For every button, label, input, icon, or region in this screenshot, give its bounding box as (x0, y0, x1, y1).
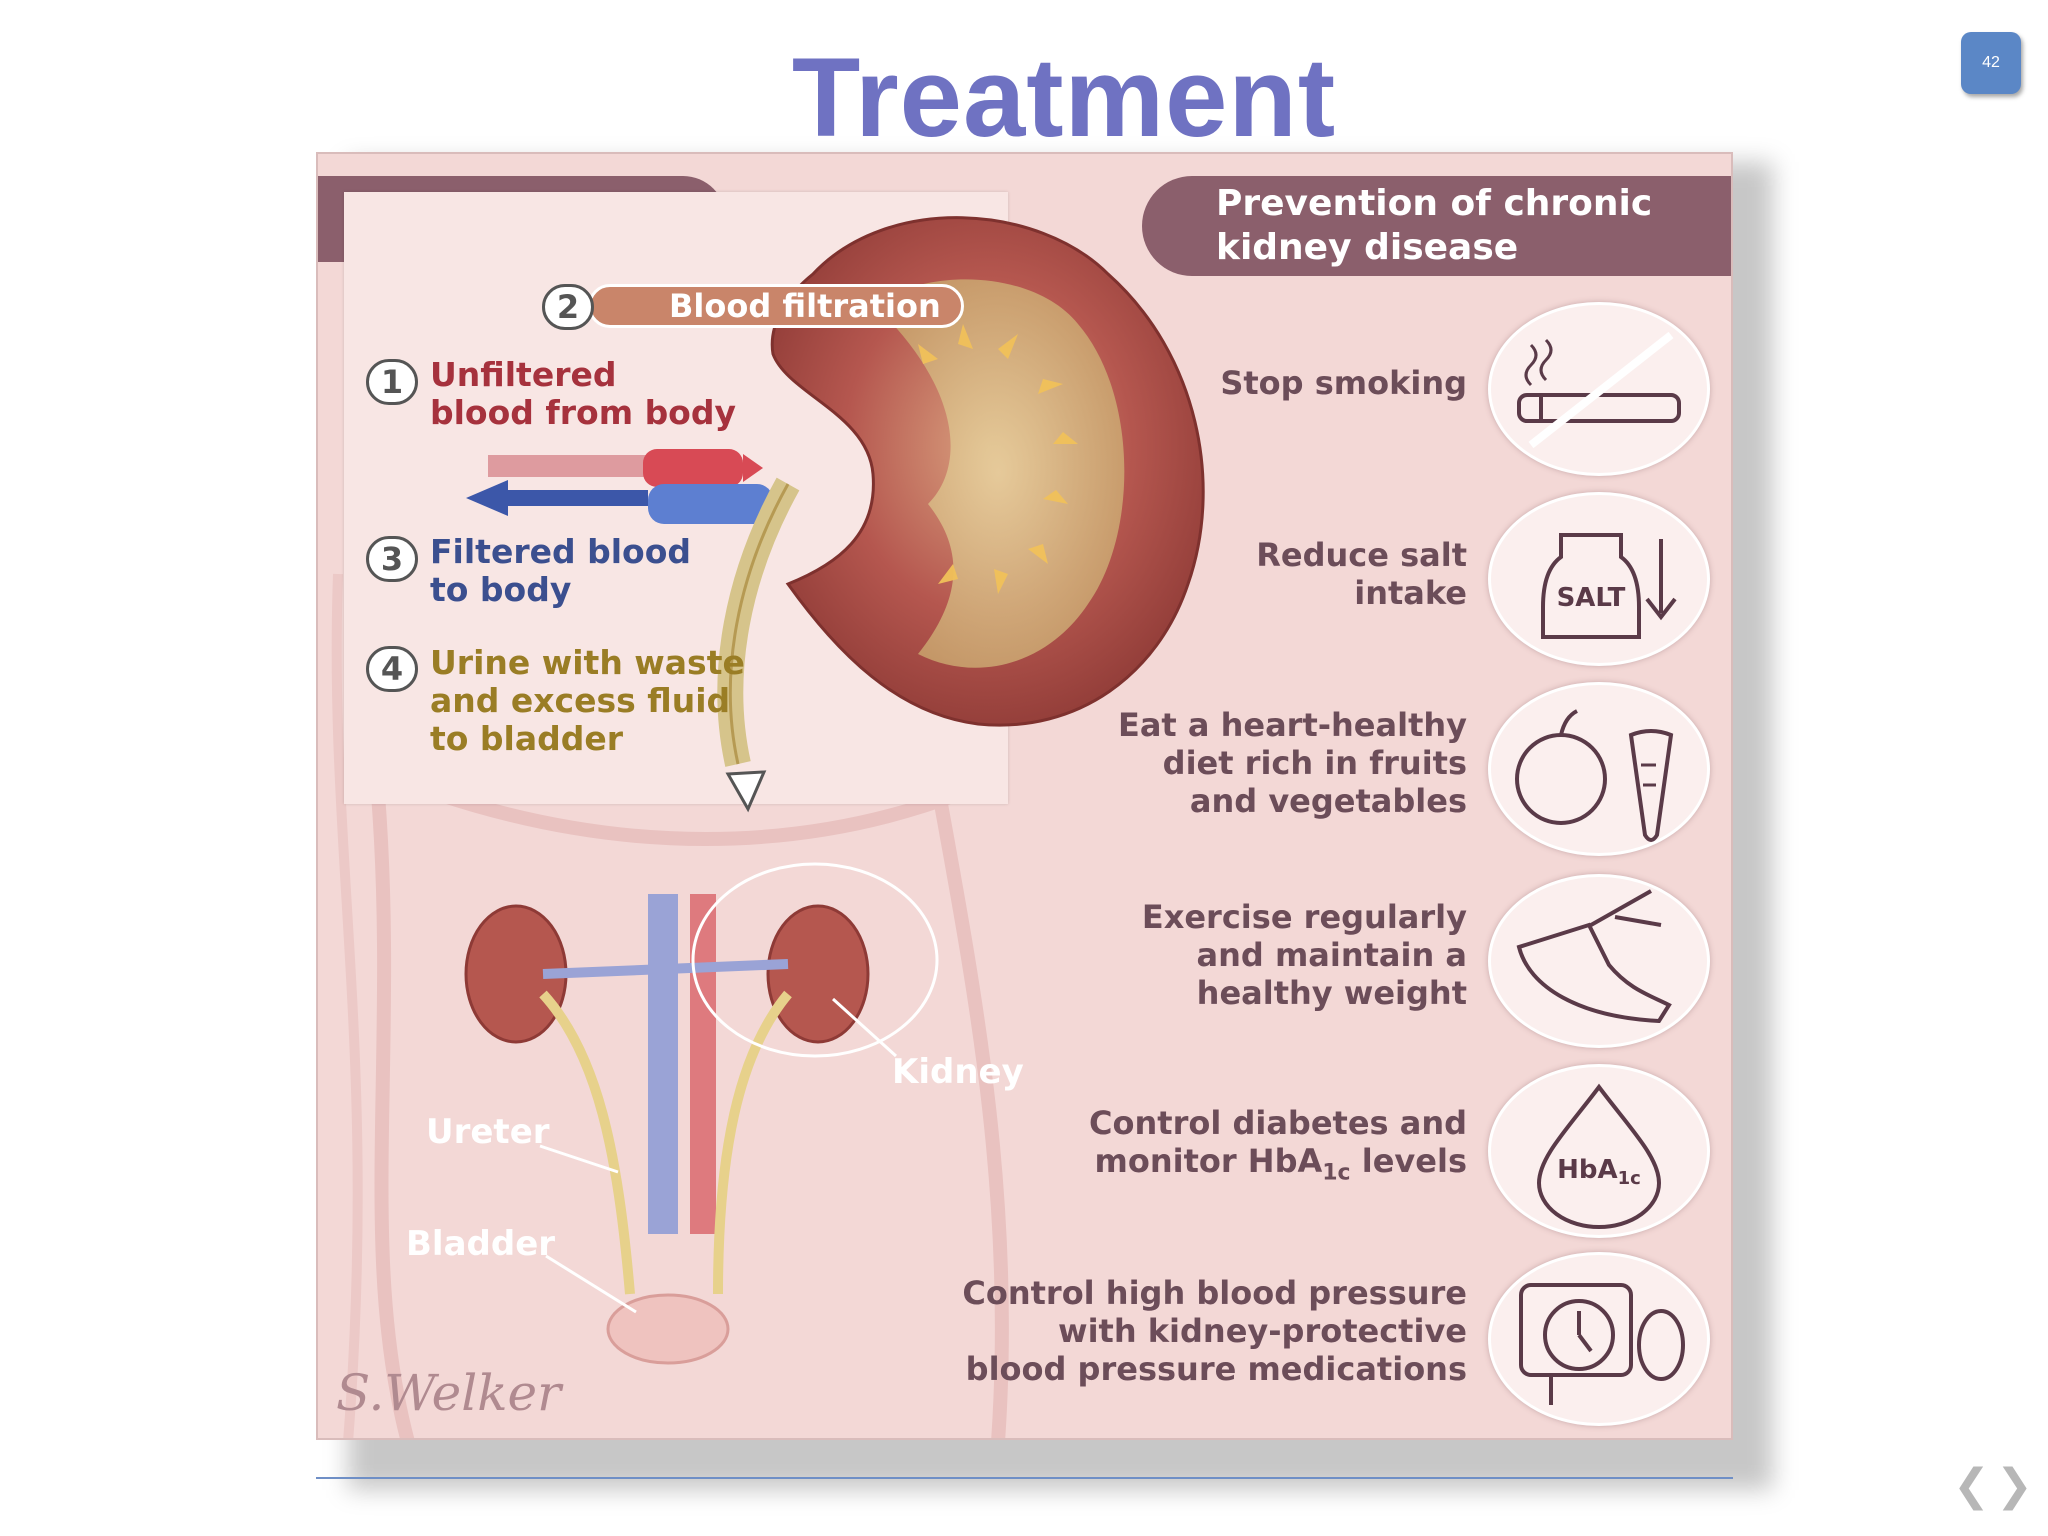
step-3-label: Filtered blood to body (430, 533, 691, 609)
prevention-item-blood-pressure: Control high blood pressure with kidney-… (962, 1274, 1467, 1388)
kidney-figure: Kidney function Blood filtration 2 (316, 152, 1733, 1440)
previous-slide-button[interactable]: ❮ (1953, 1460, 1990, 1511)
step-1-line-2: blood from body (430, 393, 736, 432)
kidney-detail (466, 216, 1205, 813)
prevention-item-6-line-1: Control high blood pressure (962, 1274, 1467, 1312)
prevention-item-heart-healthy-diet: Eat a heart-healthy diet rich in fruits … (1118, 706, 1467, 820)
prevention-item-stop-smoking: Stop smoking (1220, 364, 1467, 402)
prevention-item-3-line-3: and vegetables (1189, 782, 1467, 820)
prevention-item-6-line-2: with kidney-protective (1058, 1312, 1467, 1350)
prevention-item-exercise: Exercise regularly and maintain a health… (1142, 898, 1467, 1012)
prevention-item-3-line-1: Eat a heart-healthy (1117, 706, 1467, 744)
prevention-item-2-line-2: intake (1354, 574, 1467, 612)
prevention-item-2-line-1: Reduce salt (1256, 536, 1467, 574)
step-3-line-2: to body (430, 570, 572, 609)
prevention-item-reduce-salt: Reduce salt intake (1256, 536, 1467, 612)
fruit-vegetable-icon (1488, 682, 1710, 856)
blood-drop-icon: HbA1c (1488, 1064, 1710, 1238)
step-1-line-1: Unfiltered (430, 355, 617, 394)
hba1c-icon-sub: 1c (1617, 1168, 1641, 1190)
step-number-4: 4 (366, 646, 418, 692)
step-4-line-3: to bladder (430, 719, 624, 758)
step-number-3: 3 (366, 536, 418, 582)
prevention-header-line-1: Prevention of chronic (1216, 183, 1653, 224)
prevention-item-4-line-2: and maintain a (1196, 936, 1467, 974)
salt-icon-text: SALT (1556, 583, 1626, 613)
urinary-system (464, 862, 939, 1365)
hba1c-icon-text: HbA1c (1531, 1155, 1667, 1189)
step-4-label: Urine with waste and excess fluid to bla… (430, 644, 745, 758)
prevention-item-6-line-3: blood pressure medications (965, 1350, 1467, 1388)
hba1c-text: monitor HbA (1094, 1142, 1323, 1180)
prevention-item-5-line-1: Control diabetes and (1089, 1104, 1467, 1142)
artist-signature: S.Welker (336, 1364, 562, 1422)
salt-shaker-icon: SALT (1488, 492, 1710, 666)
hba1c-icon-main: HbA (1557, 1155, 1618, 1185)
step-4-line-1: Urine with waste (430, 643, 745, 682)
page-number-badge[interactable]: 42 (1961, 32, 2021, 94)
levels-text: levels (1350, 1142, 1467, 1180)
no-smoking-icon (1488, 302, 1710, 476)
prevention-item-4-line-3: healthy weight (1196, 974, 1467, 1012)
prevention-item-control-diabetes: Control diabetes and monitor HbA1c level… (1089, 1104, 1467, 1192)
prevention-item-1-line-1: Stop smoking (1220, 364, 1467, 402)
blood-filtration-pill: Blood filtration (588, 284, 964, 328)
step-4-line-2: and excess fluid (430, 681, 731, 720)
next-slide-button[interactable]: ❯ (1996, 1460, 2033, 1511)
bladder-label: Bladder (406, 1224, 556, 1264)
step-number-1: 1 (366, 359, 418, 405)
slide-title: Treatment (791, 35, 1337, 160)
sneaker-icon (1488, 874, 1710, 1048)
kidney-label: Kidney (892, 1052, 1024, 1092)
blood-pressure-cuff-icon (1488, 1252, 1710, 1426)
step-1-label: Unfiltered blood from body (430, 356, 736, 432)
prevention-item-4-line-1: Exercise regularly (1141, 898, 1467, 936)
prevention-header-line-2: kidney disease (1216, 227, 1519, 268)
prevention-item-5-line-2: monitor HbA1c levels (1089, 1142, 1467, 1192)
step-3-line-1: Filtered blood (430, 532, 691, 571)
ureter-label: Ureter (426, 1112, 550, 1152)
prevention-item-3-line-2: diet rich in fruits (1162, 744, 1467, 782)
step-number-2: 2 (542, 284, 594, 330)
prevention-header: Prevention of chronic kidney disease (1142, 176, 1731, 276)
hba1c-subscript: 1c (1322, 1160, 1351, 1186)
footer-divider (316, 1477, 1733, 1479)
